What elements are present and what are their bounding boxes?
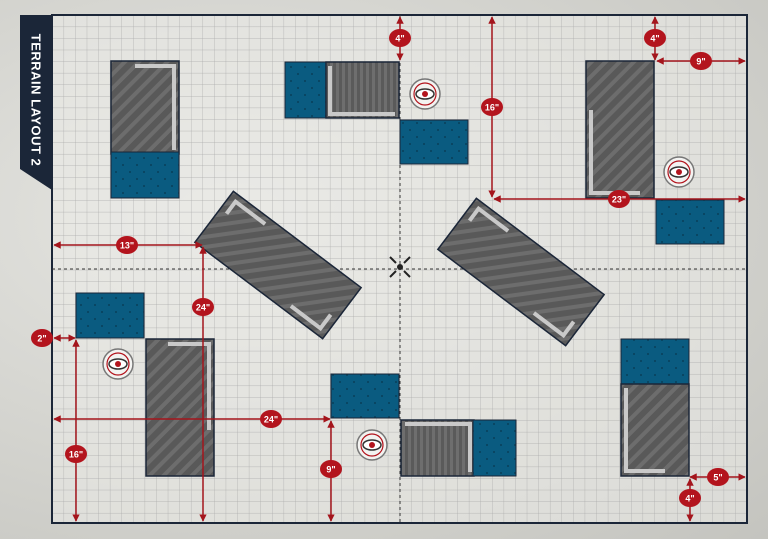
measure-badge-top-right-4: 4"	[644, 29, 666, 47]
svg-text:4": 4"	[650, 34, 659, 44]
svg-text:4": 4"	[395, 34, 404, 44]
svg-text:16": 16"	[69, 450, 83, 460]
container-bottom-center	[330, 373, 400, 419]
measure-badge-top-16: 16"	[481, 98, 503, 116]
svg-text:13": 13"	[120, 241, 134, 251]
measure-badge-bottom-center-9: 9"	[320, 460, 342, 478]
eye-objective-icon	[409, 78, 441, 110]
svg-text:9": 9"	[696, 57, 705, 67]
svg-text:24": 24"	[264, 415, 278, 425]
svg-text:24": 24"	[196, 303, 210, 313]
container-top-center-right	[399, 119, 469, 165]
measure-badge-top-center-4: 4"	[389, 29, 411, 47]
eye-objective-icon	[356, 429, 388, 461]
measure-badge-left-13: 13"	[116, 236, 138, 254]
title-tab	[20, 15, 52, 190]
svg-text:23": 23"	[612, 195, 626, 205]
ruin-diagonal-left	[193, 190, 363, 340]
ruin-bottom-center	[400, 419, 475, 477]
container-top-center	[284, 61, 328, 119]
container-bottom-center-right	[472, 419, 517, 477]
svg-text:5": 5"	[713, 473, 722, 483]
measure-badge-vertical-24: 24"	[192, 298, 214, 316]
crosshair-icon	[389, 256, 411, 278]
measure-badge-bottom-right-5: 5"	[707, 468, 729, 486]
eye-objective-icon	[663, 156, 695, 188]
container-bottom-left	[75, 292, 145, 339]
container-bottom-right	[620, 338, 690, 385]
ruin-top-right	[585, 60, 655, 199]
container-top-left	[110, 151, 180, 199]
svg-text:16": 16"	[485, 103, 499, 113]
container-top-right	[655, 199, 725, 245]
measure-badge-bottom-left-16: 16"	[65, 445, 87, 463]
ruin-top-center	[325, 61, 400, 119]
measure-badge-top-right-9: 9"	[690, 52, 712, 70]
ruin-bottom-left	[145, 338, 215, 477]
ruin-top-left	[110, 60, 180, 155]
eye-objective-icon	[102, 348, 134, 380]
svg-text:2": 2"	[37, 334, 46, 344]
ruin-bottom-right	[620, 383, 690, 477]
measure-badge-horizontal-24: 24"	[260, 410, 282, 428]
measure-badge-right-23: 23"	[608, 190, 630, 208]
svg-text:4": 4"	[685, 494, 694, 504]
measure-badge-bottom-right-4: 4"	[679, 489, 701, 507]
svg-text:9": 9"	[326, 465, 335, 475]
measure-badge-left-2: 2"	[31, 329, 53, 347]
ruin-diagonal-right	[436, 197, 606, 347]
